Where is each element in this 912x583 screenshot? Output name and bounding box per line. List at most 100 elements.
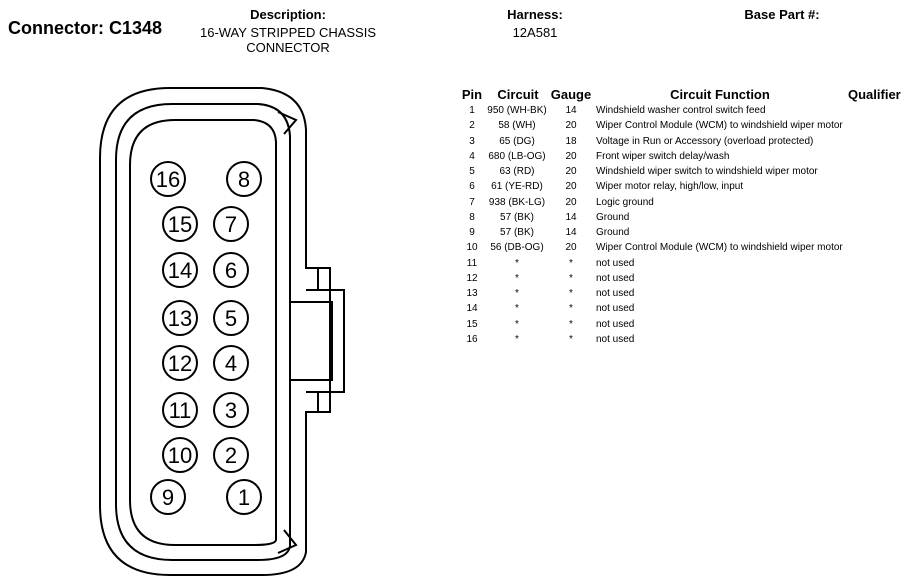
connector-mid-shell — [115, 103, 291, 561]
pin-2: 2 — [213, 437, 249, 473]
pin-circle — [213, 437, 249, 473]
connector-outer-shell — [99, 87, 331, 576]
circuit-cell: * — [515, 272, 519, 284]
pin-circle — [226, 479, 262, 515]
circuit-cell: * — [515, 303, 519, 315]
pin-cell: 8 — [469, 211, 475, 223]
pin-6: 6 — [213, 252, 249, 288]
function-cell: not used — [596, 333, 635, 345]
connector-inner-shell — [129, 119, 277, 546]
function-cell: Wiper motor relay, high/low, input — [596, 181, 744, 193]
pin-cell: 15 — [466, 318, 478, 330]
pin-10: 10 — [162, 437, 198, 473]
gauge-cell: * — [569, 333, 573, 345]
pin-13: 13 — [162, 300, 198, 336]
pin-circle — [213, 300, 249, 336]
description-line-2: CONNECTOR — [246, 40, 330, 55]
circuit-cell: 61 (YE-RD) — [491, 181, 543, 193]
pin-circle — [213, 206, 249, 242]
pin-circle — [162, 300, 198, 336]
circuit-cell: 950 (WH-BK) — [487, 105, 547, 116]
gauge-cell: 20 — [565, 196, 577, 208]
pin-cell: 1 — [469, 105, 475, 116]
pin-label: 11 — [169, 398, 192, 423]
circuit-cell: 56 (DB-OG) — [490, 242, 544, 254]
pin-12: 12 — [162, 345, 198, 381]
pin-label: 3 — [225, 398, 237, 423]
pin-circle — [213, 252, 249, 288]
pin-cell: 14 — [466, 303, 478, 315]
circuit-cell: * — [515, 288, 519, 299]
pin-16: 16 — [150, 161, 186, 197]
pin-cell: 16 — [466, 333, 478, 345]
function-cell: Windshield wiper switch to windshield wi… — [596, 166, 818, 177]
pin-cell: 3 — [469, 135, 475, 147]
pin-label: 7 — [225, 212, 237, 237]
gauge-cell: * — [569, 318, 573, 330]
circuit-cell: 65 (DG) — [499, 135, 535, 147]
connector-title: Connector: C1348 — [8, 18, 163, 38]
pin-cell: 5 — [469, 166, 475, 177]
harness-value: 12A581 — [512, 25, 558, 40]
gauge-cell: 20 — [565, 242, 577, 254]
function-cell: not used — [596, 257, 635, 269]
connector-side-latch-inner — [290, 301, 333, 381]
col-header-gauge: Gauge — [550, 87, 592, 102]
function-cell: not used — [596, 288, 635, 299]
gauge-cell: 14 — [565, 105, 577, 116]
col-header-function: Circuit Function — [670, 87, 770, 102]
connector-side-latch-outer — [306, 289, 345, 393]
circuit-cell: 680 (LB-OG) — [488, 150, 546, 162]
circuit-cell: 63 (RD) — [499, 166, 535, 177]
pin-label: 6 — [225, 258, 237, 283]
pin-cell: 4 — [469, 150, 475, 162]
pin-cell: 12 — [466, 272, 478, 284]
pin-5: 5 — [213, 300, 249, 336]
description-label: Description: — [250, 7, 326, 22]
gauge-cell: * — [569, 272, 573, 284]
pin-14: 14 — [162, 252, 198, 288]
function-cell: Voltage in Run or Accessory (overload pr… — [596, 135, 814, 147]
pin-cell: 9 — [469, 227, 475, 238]
connector-bottom-tab — [277, 529, 298, 554]
pin-circle — [213, 392, 249, 428]
pin-label: 16 — [156, 167, 180, 192]
gauge-cell: * — [569, 257, 573, 269]
pin-label: 13 — [168, 306, 192, 331]
pin-cell: 2 — [469, 120, 475, 132]
gauge-cell: 20 — [565, 166, 577, 177]
pin-cell: 7 — [469, 196, 475, 208]
pin-cell: 13 — [466, 288, 478, 299]
pin-label: 12 — [168, 351, 192, 376]
connector-latch-bump — [306, 267, 319, 413]
description-line-1: 16-WAY STRIPPED CHASSIS — [199, 25, 377, 40]
pin-4: 4 — [213, 345, 249, 381]
pin-label: 5 — [225, 306, 237, 331]
gauge-cell: 18 — [565, 135, 577, 147]
pin-label: 10 — [168, 443, 192, 468]
gauge-cell: 14 — [565, 227, 577, 238]
function-cell: Front wiper switch delay/wash — [596, 150, 730, 162]
pin-circle — [150, 479, 186, 515]
pin-8: 8 — [226, 161, 262, 197]
function-cell: Windshield washer control switch feed — [596, 105, 766, 116]
pin-circle — [226, 161, 262, 197]
function-cell: not used — [596, 303, 635, 315]
function-cell: not used — [596, 272, 635, 284]
description-value: 16-WAY STRIPPED CHASSIS CONNECTOR — [190, 25, 386, 55]
circuit-cell: 57 (BK) — [500, 211, 534, 223]
gauge-cell: 20 — [565, 150, 577, 162]
gauge-cell: 20 — [565, 181, 577, 193]
pin-circle — [162, 437, 198, 473]
pin-cell: 10 — [466, 242, 478, 254]
circuit-cell: * — [515, 333, 519, 345]
col-header-pin: Pin — [461, 87, 483, 102]
pin-label: 14 — [168, 258, 192, 283]
connector-top-tab — [277, 111, 298, 135]
pin-circle — [162, 252, 198, 288]
function-cell: Wiper Control Module (WCM) to windshield… — [596, 120, 843, 132]
pin-label: 4 — [225, 351, 237, 376]
function-cell: Ground — [596, 227, 630, 238]
pin-1: 1 — [226, 479, 262, 515]
